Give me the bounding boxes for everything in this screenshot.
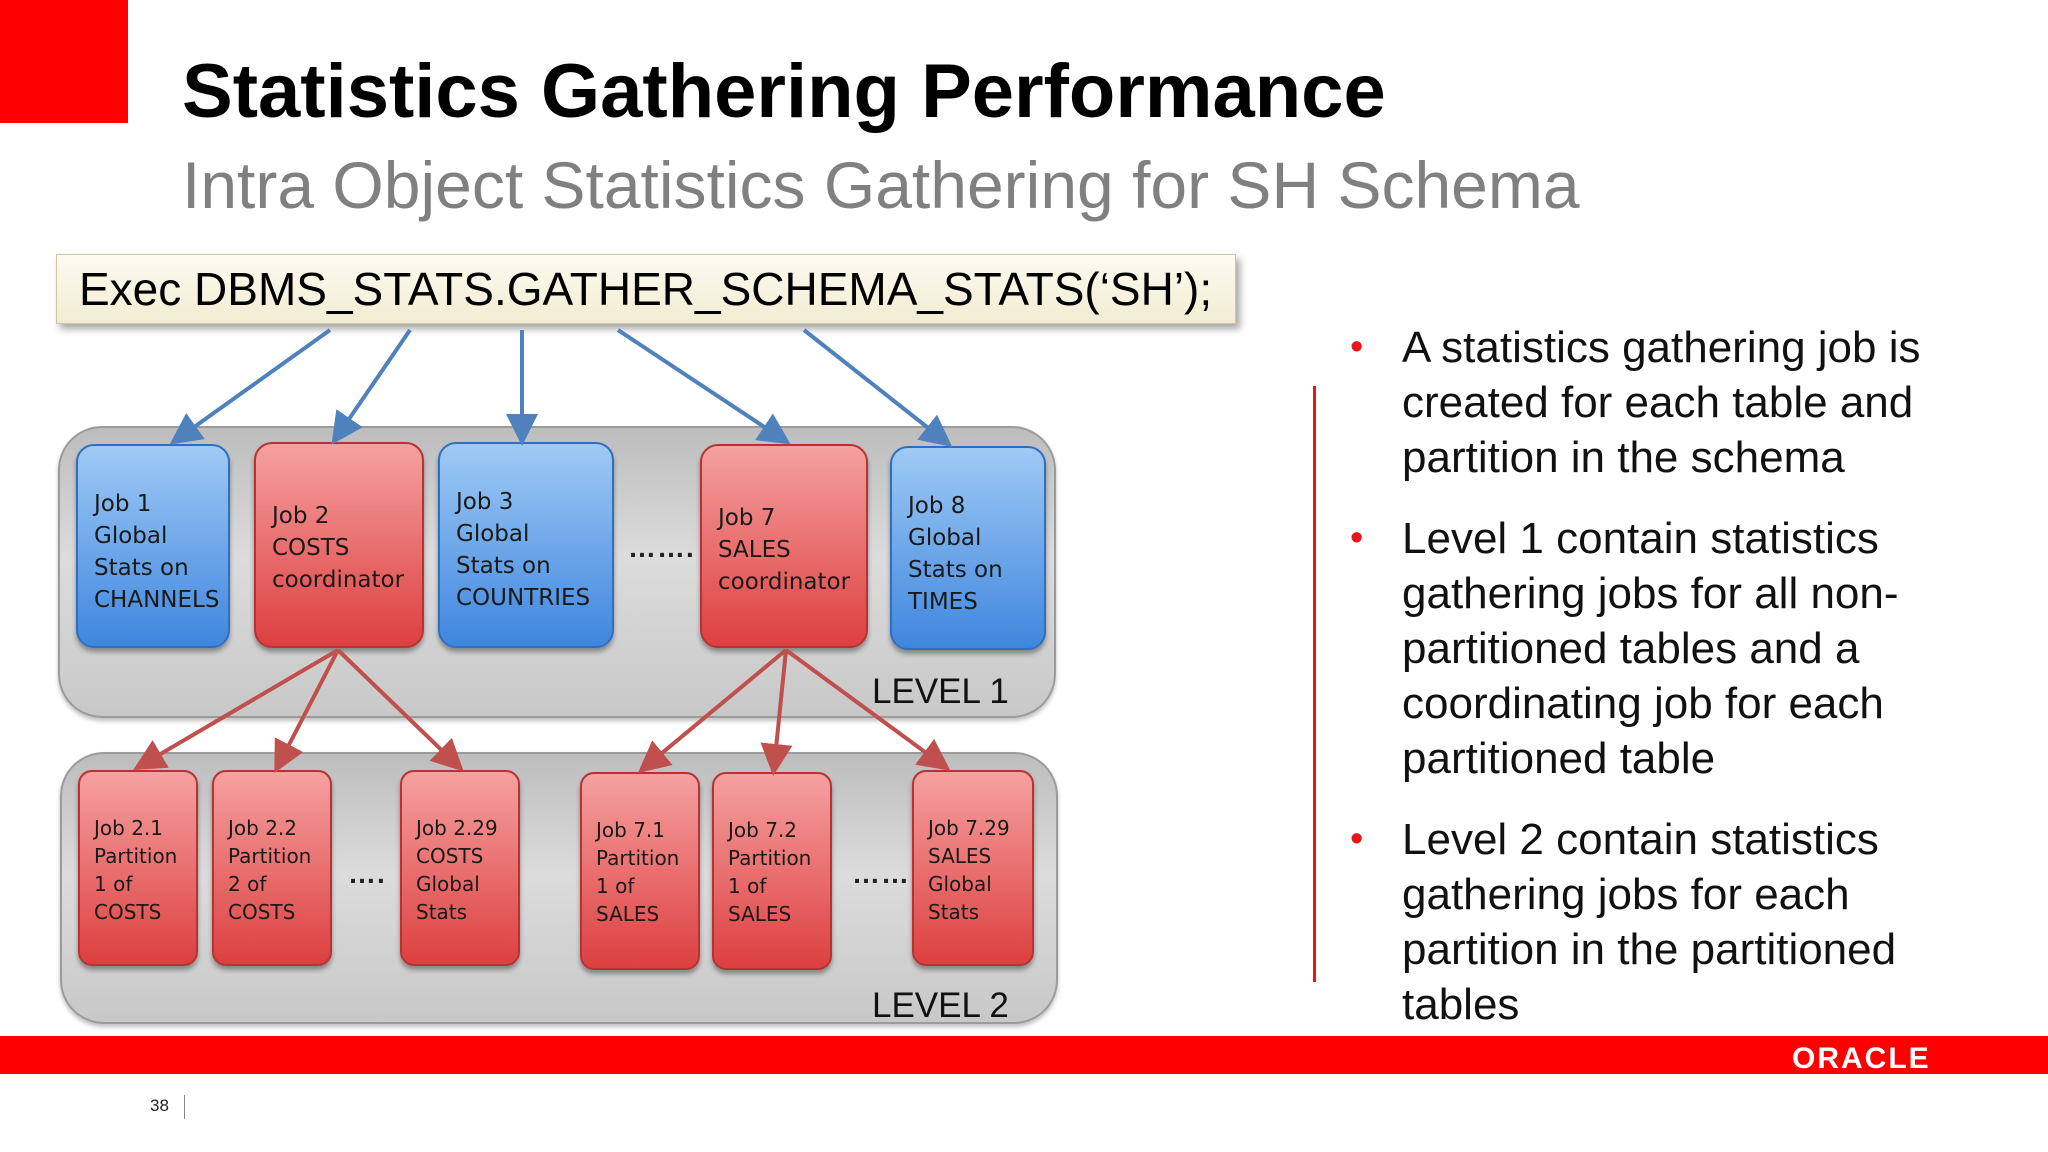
page-number: 38 — [150, 1096, 169, 1115]
job-2-box: Job 2 COSTS coordinator — [254, 442, 424, 648]
job-7-2-box: Job 7.2 Partition 1 of SALES — [712, 772, 832, 970]
bullet-item: • Level 2 contain statistics gathering j… — [1350, 812, 2010, 1032]
bullet-dot-icon: • — [1350, 517, 1364, 559]
arrow-cmd-to-job2 — [331, 328, 412, 445]
level2-ellipsis-b: …… — [852, 858, 910, 889]
bullet-list: • A statistics gathering job is created … — [1350, 320, 2010, 1058]
arrow-job2-to-job2-1 — [133, 648, 340, 771]
arrow-job7-to-job7-2 — [760, 649, 793, 776]
level2-label: LEVEL 2 — [872, 986, 1009, 1025]
bullet-text: Level 2 contain statistics gathering job… — [1402, 815, 1897, 1029]
bullet-dot-icon: • — [1350, 326, 1364, 368]
corner-accent — [0, 0, 128, 123]
job-2-2-box: Job 2.2 Partition 2 of COSTS — [212, 770, 332, 966]
page-number-separator — [184, 1095, 185, 1119]
bullet-item: • Level 1 contain statistics gathering j… — [1350, 511, 2010, 786]
arrow-cmd-to-job7 — [616, 328, 791, 445]
arrow-job7-to-job7-29 — [784, 648, 951, 771]
job-2-1-box: Job 2.1 Partition 1 of COSTS — [78, 770, 198, 966]
level2-ellipsis-a: …. — [348, 858, 386, 889]
command-box: Exec DBMS_STATS.GATHER_SCHEMA_STATS(‘SH’… — [56, 254, 1236, 324]
job-8-box: Job 8 Global Stats on TIMES — [890, 446, 1046, 650]
slide-title: Statistics Gathering Performance — [182, 49, 1386, 134]
level1-ellipsis: ……. — [628, 532, 695, 563]
divider-line — [1313, 386, 1316, 982]
arrow-job2-to-job2-2 — [274, 649, 340, 774]
bullet-dot-icon: • — [1350, 818, 1364, 860]
bullet-text: Level 1 contain statistics gathering job… — [1402, 514, 1899, 783]
arrow-job7-to-job7-1 — [637, 648, 788, 774]
slide-subtitle: Intra Object Statistics Gathering for SH… — [182, 148, 1580, 222]
bullet-item: • A statistics gathering job is created … — [1350, 320, 2010, 485]
bullet-text: A statistics gathering job is created fo… — [1402, 323, 1921, 482]
job-7-box: Job 7 SALES coordinator — [700, 444, 868, 648]
arrow-cmd-to-job1 — [169, 328, 332, 445]
job-2-29-box: Job 2.29 COSTS Global Stats — [400, 770, 520, 966]
arrow-job2-to-job2-29 — [336, 648, 464, 772]
arrow-cmd-to-job8 — [802, 328, 953, 447]
job-1-box: Job 1 Global Stats on CHANNELS — [76, 444, 230, 648]
job-7-29-box: Job 7.29 SALES Global Stats — [912, 770, 1034, 966]
oracle-logo: ORACLE — [1792, 1042, 1931, 1075]
level1-label: LEVEL 1 — [872, 672, 1009, 711]
footer-bar — [0, 1036, 2048, 1074]
job-7-1-box: Job 7.1 Partition 1 of SALES — [580, 772, 700, 970]
